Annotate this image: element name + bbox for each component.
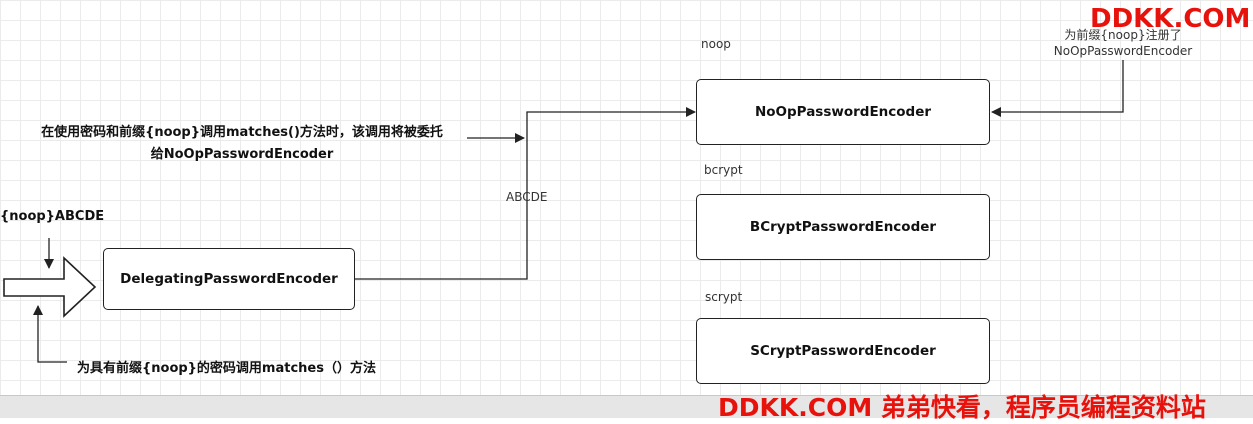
delegating-encoder-box[interactable]: DelegatingPasswordEncoder [103,248,355,310]
delegating-to-noop-connector [355,107,696,280]
noop-encoder-box[interactable]: NoOpPasswordEncoder [696,79,990,145]
input-value-label: {noop}ABCDE [0,209,105,224]
bcrypt-encoder-label: BCryptPasswordEncoder [749,219,937,235]
bcrypt-encoder-box[interactable]: BCryptPasswordEncoder [696,194,990,260]
noop-id-label: noop [701,37,731,51]
delegating-encoder-label: DelegatingPasswordEncoder [120,271,338,287]
delegate-note-line1: 在使用密码和前缀{noop}调用matches()方法时，该调用将被委托 [41,125,443,140]
scrypt-encoder-label: SCryptPasswordEncoder [750,343,936,359]
watermark-top: DDKK.COM [1090,4,1251,34]
call-note: 为具有前缀{noop}的密码调用matches（）方法 [77,361,376,376]
canvas-grid [0,0,1253,397]
delegate-note: 在使用密码和前缀{noop}调用matches()方法时，该调用将被委托 给No… [14,121,470,162]
scrypt-encoder-box[interactable]: SCryptPasswordEncoder [696,318,990,384]
canvas-bottom-strip [0,395,1253,418]
input-arrow [3,256,97,318]
scrypt-id-label: scrypt [705,290,743,304]
register-note-line2: NoOpPasswordEncoder [1053,44,1193,58]
delegate-note-line2: 给NoOpPasswordEncoder [150,147,334,162]
register-note-connector [991,60,1124,117]
call-note-connector [33,305,67,363]
bcrypt-id-label: bcrypt [704,163,743,177]
noop-encoder-label: NoOpPasswordEncoder [754,104,932,120]
passed-value-label: ABCDE [506,190,548,204]
register-note-line1: 为前缀{noop}注册了 [1064,28,1182,42]
register-note: 为前缀{noop}注册了 NoOpPasswordEncoder [1040,27,1206,59]
watermark-bottom: DDKK.COM 弟弟快看，程序员编程资料站 [718,393,1206,422]
